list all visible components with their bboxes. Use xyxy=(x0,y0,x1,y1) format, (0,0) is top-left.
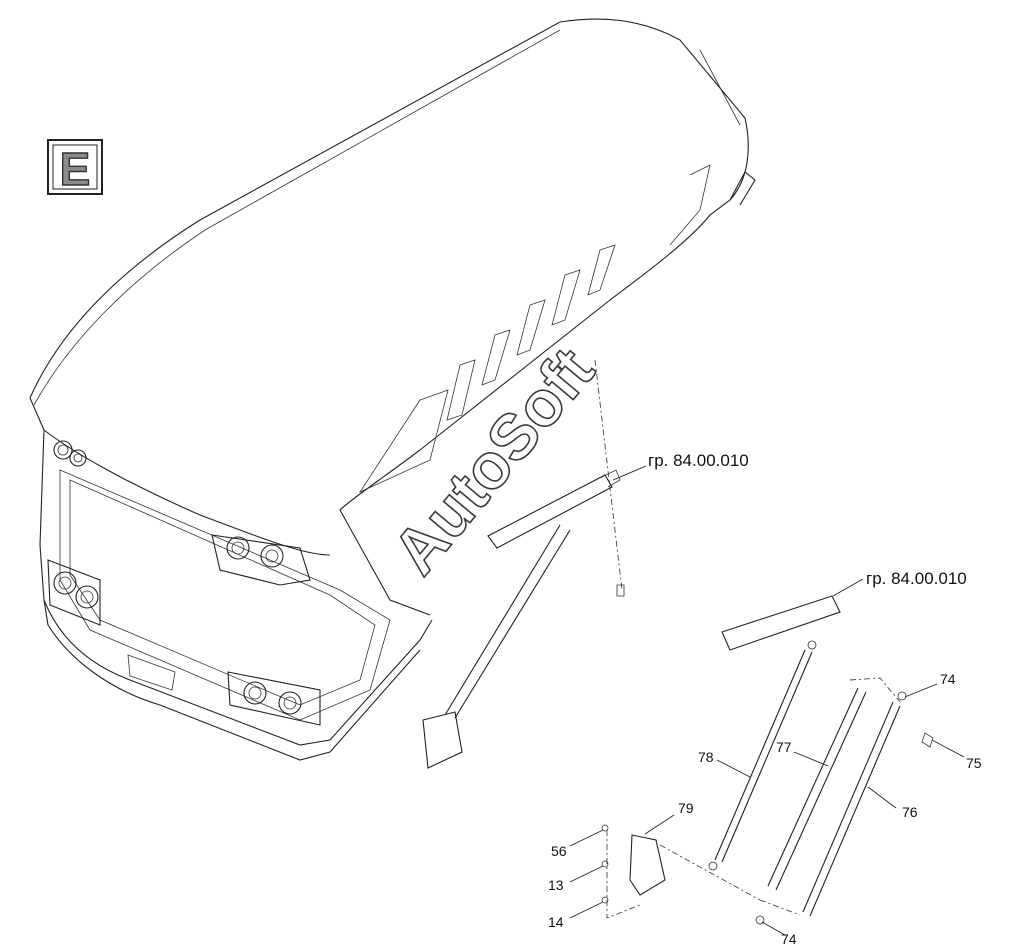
part-79-bracket xyxy=(629,834,666,896)
part-78-gas-strut xyxy=(708,640,817,871)
upper-strut-assembly xyxy=(422,469,621,769)
group-ref-lower: гр. 84.00.010 xyxy=(866,569,967,588)
exploded-bracket xyxy=(721,595,841,651)
callout-77: 77 xyxy=(776,739,792,755)
fasteners xyxy=(601,691,934,925)
section-badge-letter: E xyxy=(60,143,91,195)
callout-74-bottom: 74 xyxy=(781,931,797,947)
group-ref-upper: гр. 84.00.010 xyxy=(648,451,749,470)
headlight-cluster-lower-left xyxy=(47,559,101,626)
callout-56: 56 xyxy=(551,843,567,859)
callout-76: 76 xyxy=(902,804,918,820)
callout-78: 78 xyxy=(698,749,714,765)
part-77-rod xyxy=(767,687,867,891)
headlight-cluster-upper-left xyxy=(53,440,87,467)
callout-14: 14 xyxy=(548,914,564,930)
callout-13: 13 xyxy=(548,877,564,893)
callout-75: 75 xyxy=(966,755,982,771)
callout-74-top: 74 xyxy=(940,671,956,687)
callout-79: 79 xyxy=(678,800,694,816)
headlight-cluster-upper-mid xyxy=(211,534,311,586)
headlight-cluster-lower-right xyxy=(227,671,321,726)
watermark: AutoSoft xyxy=(379,334,608,587)
side-vents xyxy=(358,164,711,493)
part-76-rod xyxy=(802,701,901,917)
tow-hook xyxy=(127,654,176,691)
section-badge: E xyxy=(47,139,103,196)
leader-lines xyxy=(569,465,965,936)
hood-assembly xyxy=(29,18,756,761)
assembly-axis-line xyxy=(594,359,623,591)
